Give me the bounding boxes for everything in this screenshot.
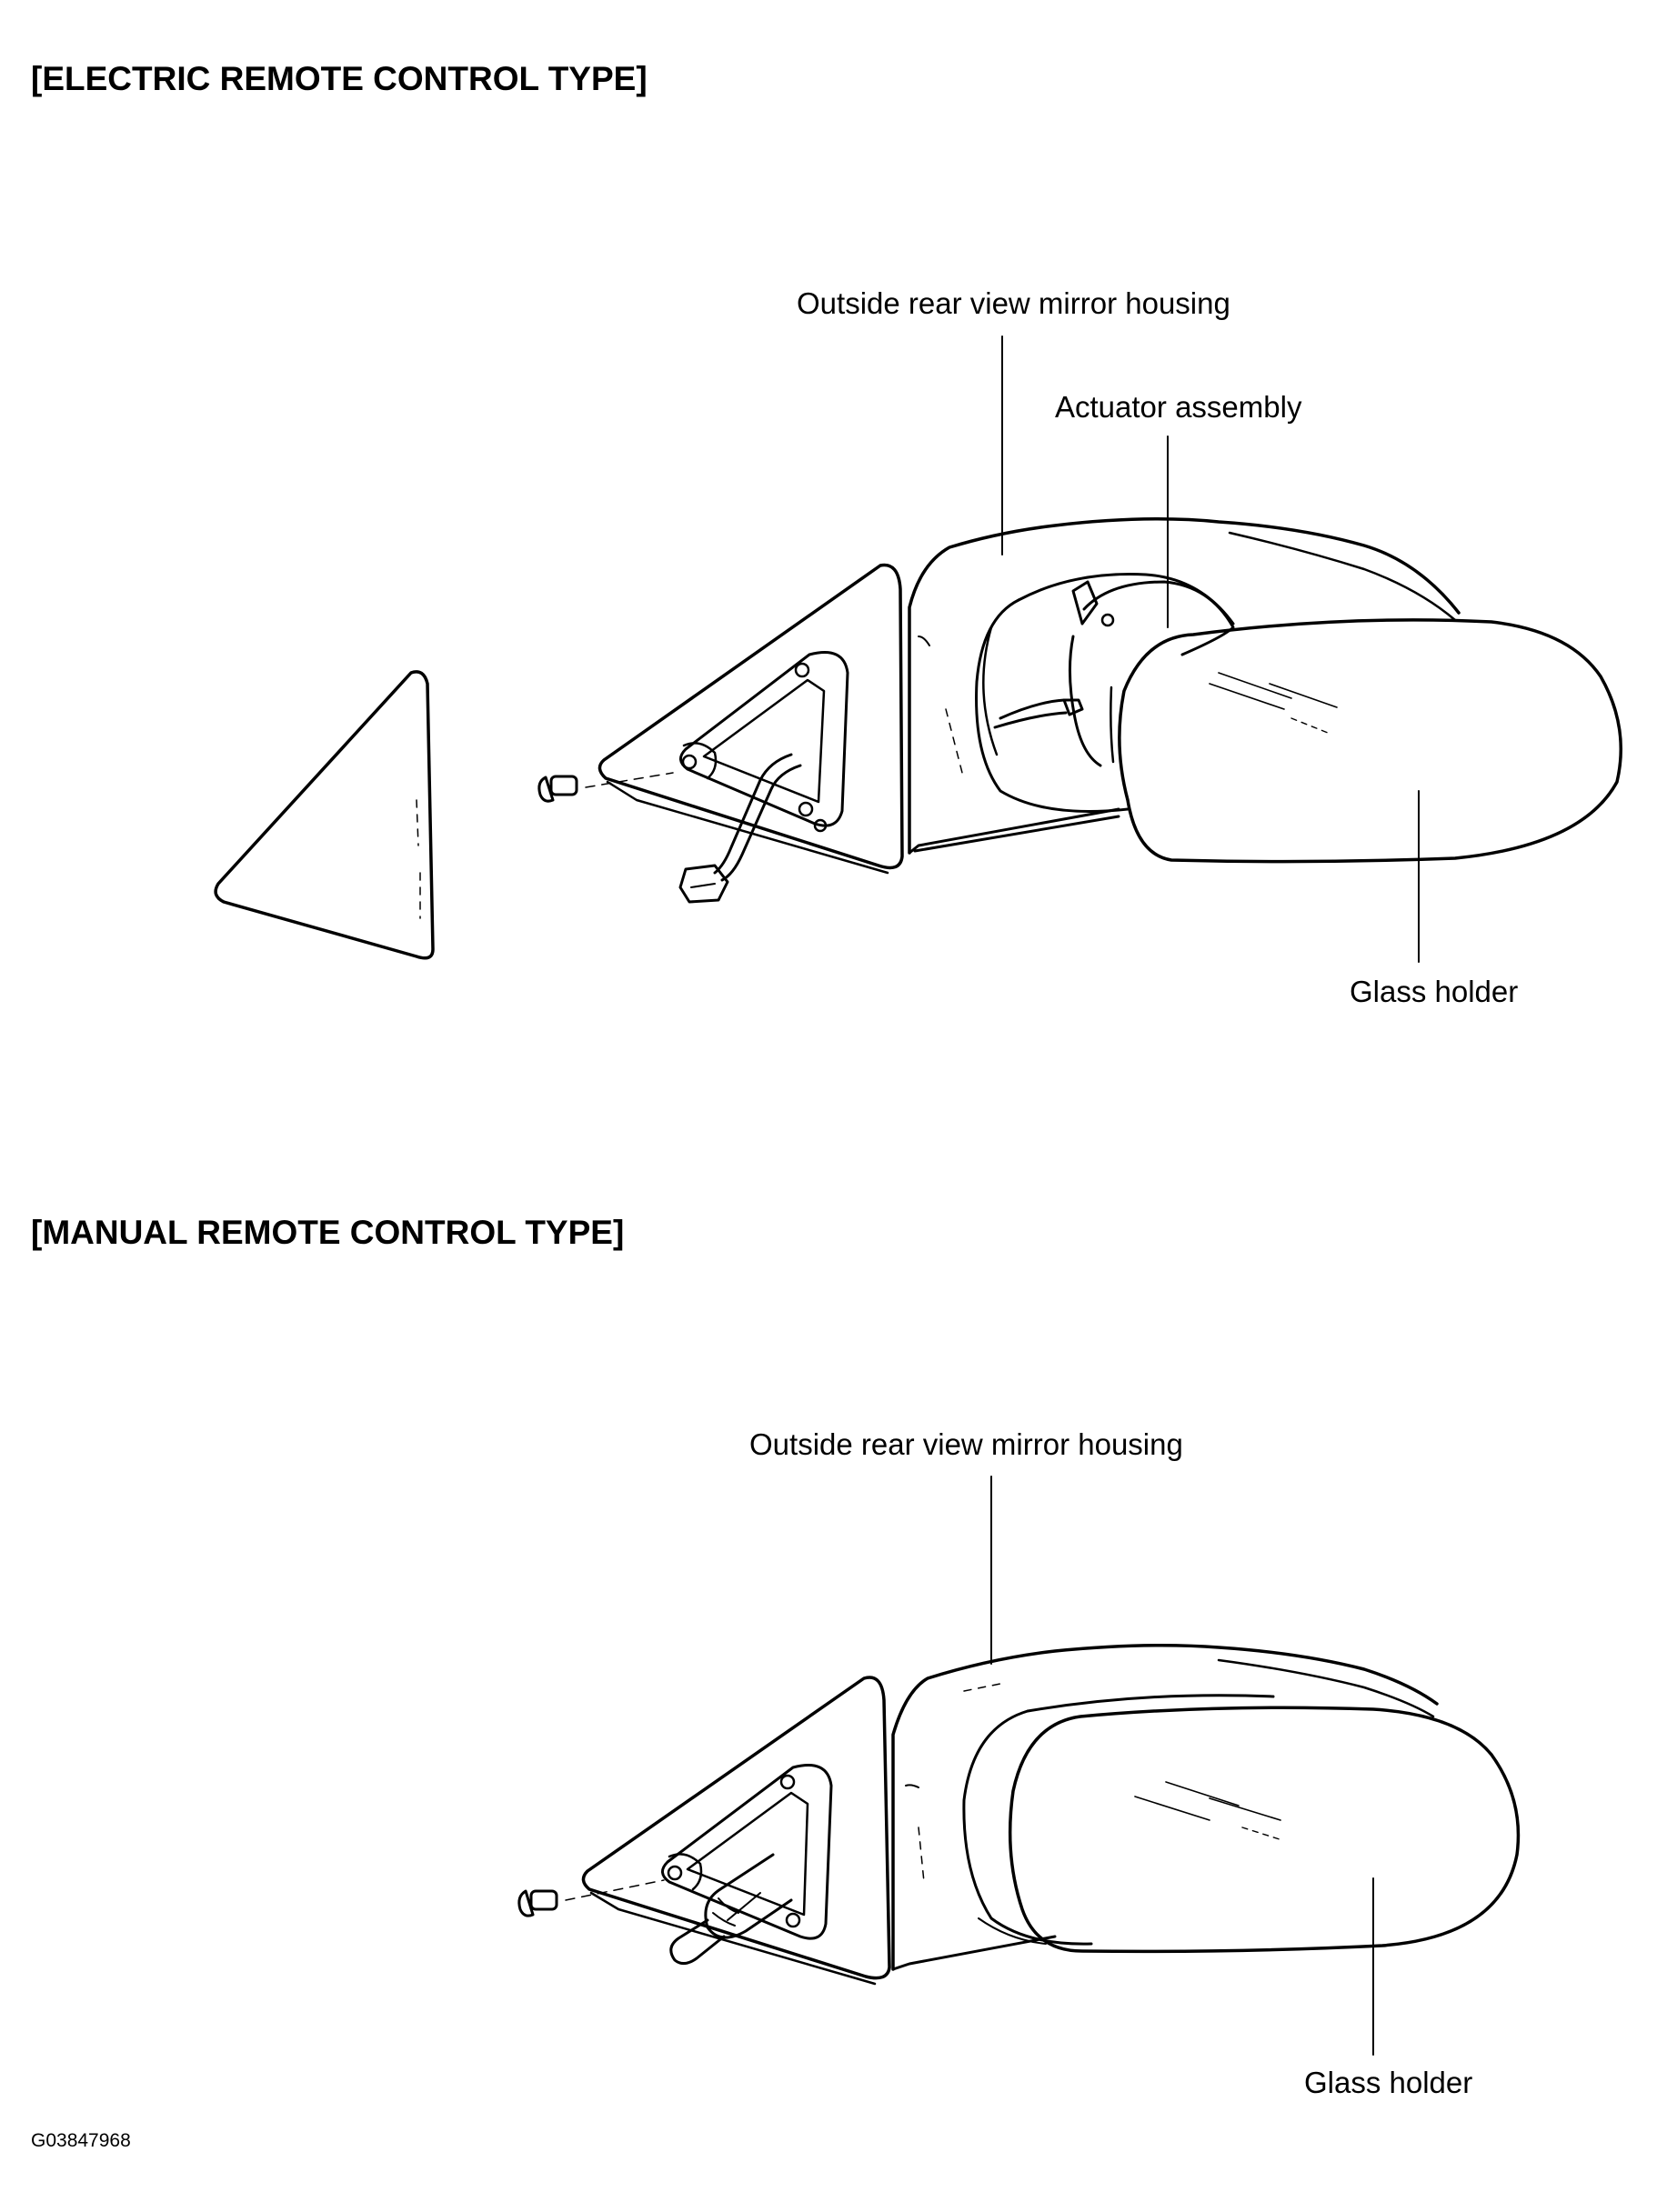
label-housing-electric: Outside rear view mirror housing [797, 286, 1230, 320]
wire-harness-electric [678, 753, 802, 904]
control-lever-manual [669, 1853, 793, 1965]
label-housing-manual: Outside rear view mirror housing [749, 1427, 1183, 1461]
section-title-manual: [MANUAL REMOTE CONTROL TYPE] [31, 1214, 625, 1251]
figure-id: G03847968 [31, 2130, 131, 2151]
glass-holder-manual [1008, 1706, 1521, 1954]
label-glass-electric: Glass holder [1350, 975, 1519, 1008]
electric-assembly [214, 335, 1622, 963]
triangle-cover-electric [214, 670, 435, 960]
section-title-electric: [ELECTRIC REMOTE CONTROL TYPE] [31, 60, 648, 97]
manual-assembly [517, 1476, 1521, 2056]
actuator-electric [993, 580, 1235, 767]
mirror-housing-electric [908, 517, 1461, 855]
glass-holder-electric [1118, 618, 1622, 864]
label-actuator-electric: Actuator assembly [1055, 390, 1302, 424]
bolt-manual [517, 1879, 665, 1917]
label-glass-manual: Glass holder [1304, 2066, 1473, 2099]
mirror-base-electric [597, 563, 904, 870]
mirror-housing-manual [891, 1644, 1439, 1971]
bolt-electric [537, 772, 674, 803]
mirror-base-manual [581, 1676, 891, 1980]
